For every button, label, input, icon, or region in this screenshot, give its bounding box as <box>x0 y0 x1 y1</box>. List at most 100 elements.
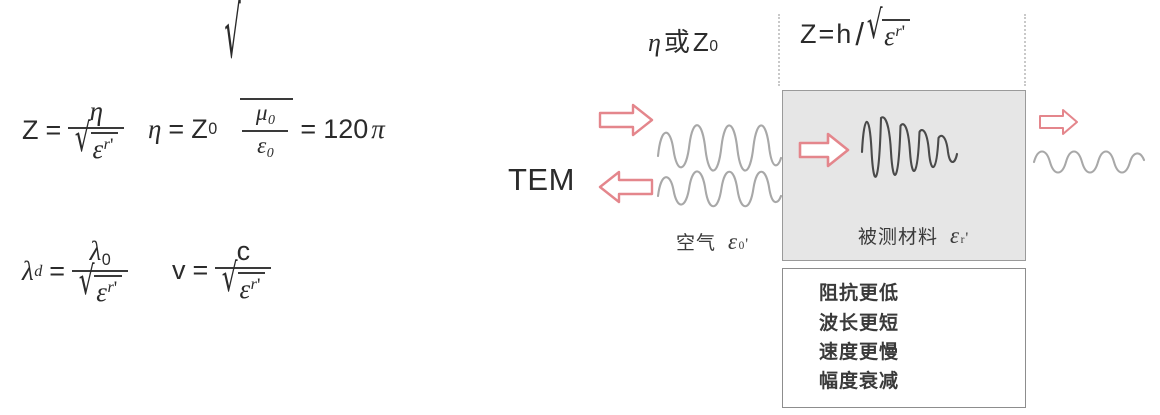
epsilon-symbol: ε <box>728 229 739 254</box>
lambda-subscript: 0 <box>101 250 111 269</box>
mu-symbol: μ <box>255 100 268 126</box>
formula-wavelength-lhs-subscript: d <box>34 262 43 281</box>
formula-eta-z0: Z <box>191 113 208 144</box>
epsilon-symbol: ε <box>884 20 895 51</box>
formula-eta-fraction: μ0 ε0 <box>242 100 289 161</box>
formula-eta-z0-subscript: 0 <box>208 119 218 138</box>
prime-mark: ' <box>113 277 118 299</box>
formula-wavelength-equals: = <box>49 256 66 287</box>
formula-eta-lhs: η <box>148 113 162 144</box>
arrow-right-incident-icon <box>598 103 654 137</box>
sqrt-group-eta: √ μ0 ε0 <box>224 0 294 161</box>
epsilon-symbol: ε <box>96 276 107 307</box>
epsilon-subscript: 0 <box>266 145 274 161</box>
prime-mark: ' <box>965 230 970 247</box>
epsilon-subscript: 0 <box>738 240 746 252</box>
boundary-dashed-line-left <box>778 14 780 86</box>
effect-item: 速度更慢 <box>819 341 900 363</box>
epsilon-subscript: r <box>250 275 257 293</box>
fraction-bar <box>242 129 289 132</box>
epsilon-subscript: r <box>960 234 966 246</box>
sqrt-icon: √ <box>866 2 883 48</box>
formula-wavelength-numerator: λ0 <box>84 238 117 270</box>
wave-reflected <box>656 170 783 208</box>
h-symbol: h <box>836 18 852 49</box>
wave-exit <box>1032 150 1146 174</box>
prime-mark: ' <box>745 236 750 253</box>
formula-impedance-equals: = <box>45 115 62 145</box>
fraction-bar <box>72 269 129 272</box>
prime-mark: ' <box>901 21 906 43</box>
formula-eta-equals-2: = <box>300 113 317 144</box>
arrow-left-reflected-icon <box>598 170 654 204</box>
epsilon-symbol: ε <box>239 274 251 304</box>
sqrt-icon: √ <box>224 0 241 76</box>
formula-wavelength-lhs: λ <box>22 256 34 287</box>
sqrt-body: μ0 ε0 <box>240 98 294 161</box>
z-symbol: Z <box>800 18 817 49</box>
label-air-text: 空气 <box>676 232 717 254</box>
formula-eta-denominator: ε0 <box>251 132 280 161</box>
formula-velocity-lhs: v <box>172 255 186 285</box>
formula-impedance-numerator: η <box>89 96 104 126</box>
z-subscript: 0 <box>709 38 718 55</box>
pi-symbol: π <box>371 113 385 144</box>
sqrt-icon: √ <box>221 256 238 302</box>
effect-item: 幅度衰减 <box>819 370 900 393</box>
formula-eta-result: 120 <box>323 113 369 144</box>
epsilon-symbol: ε <box>257 132 267 159</box>
wave-incident <box>656 124 783 172</box>
prime-mark: ' <box>256 275 261 296</box>
effects-list-box: 阻抗更低 波长更短 速度更慢 幅度衰减 <box>782 268 1026 408</box>
sqrt-icon: √ <box>78 258 95 304</box>
slash-symbol: / <box>855 17 864 52</box>
tem-label: TEM <box>508 162 575 197</box>
label-or: 或 <box>663 28 690 58</box>
epsilon-subscript: r <box>895 21 902 40</box>
epsilon-symbol: ε <box>92 134 104 164</box>
prime-mark: ' <box>109 135 114 156</box>
epsilon-subscript: r <box>103 135 110 153</box>
formula-velocity-numerator: c <box>236 236 251 266</box>
formula-velocity-equals: = <box>192 255 209 285</box>
z-symbol: Z <box>692 27 709 57</box>
effect-item: 阻抗更低 <box>819 282 900 305</box>
epsilon-subscript: r <box>107 277 114 296</box>
boundary-dashed-line-right <box>1024 14 1026 86</box>
effect-item: 波长更短 <box>819 311 900 334</box>
formula-eta-numerator: μ0 <box>250 100 281 130</box>
mu-subscript: 0 <box>268 112 275 128</box>
fraction-bar <box>215 267 272 269</box>
eta-symbol: η <box>648 28 661 57</box>
fraction-bar <box>68 127 125 129</box>
equals-sign: = <box>818 18 835 49</box>
label-material-text: 被测材料 <box>858 226 939 248</box>
sqrt-icon: √ <box>74 116 91 162</box>
formula-eta-equals: = <box>168 113 185 144</box>
formula-impedance-lhs: Z <box>22 115 39 145</box>
lambda-symbol: λ <box>89 236 102 266</box>
